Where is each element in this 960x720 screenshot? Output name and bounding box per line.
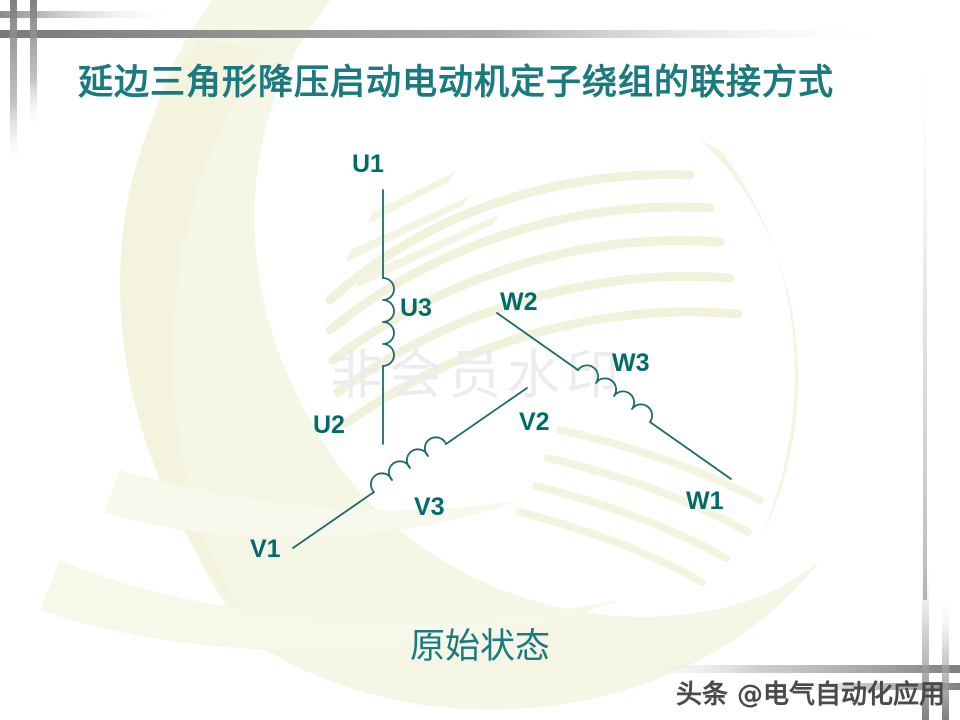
- node-label-w2: W2: [500, 288, 538, 316]
- branch-w: [496, 312, 732, 480]
- page-title: 延边三角形降压启动电动机定子绕组的联接方式: [78, 63, 835, 103]
- node-label-w3: W3: [612, 349, 650, 377]
- node-label-v2: V2: [519, 408, 550, 436]
- branch-v: [292, 387, 528, 549]
- node-label-w1: W1: [686, 487, 724, 515]
- node-label-u1: U1: [352, 150, 384, 178]
- node-label-v1: V1: [250, 535, 281, 563]
- node-label-v3: V3: [414, 493, 445, 521]
- node-label-u2: U2: [313, 411, 345, 439]
- state-caption: 原始状态: [409, 627, 550, 667]
- branch-u: [382, 189, 395, 445]
- node-label-u3: U3: [400, 294, 432, 322]
- corner-watermark: 头条 @电气自动化应用: [676, 680, 946, 710]
